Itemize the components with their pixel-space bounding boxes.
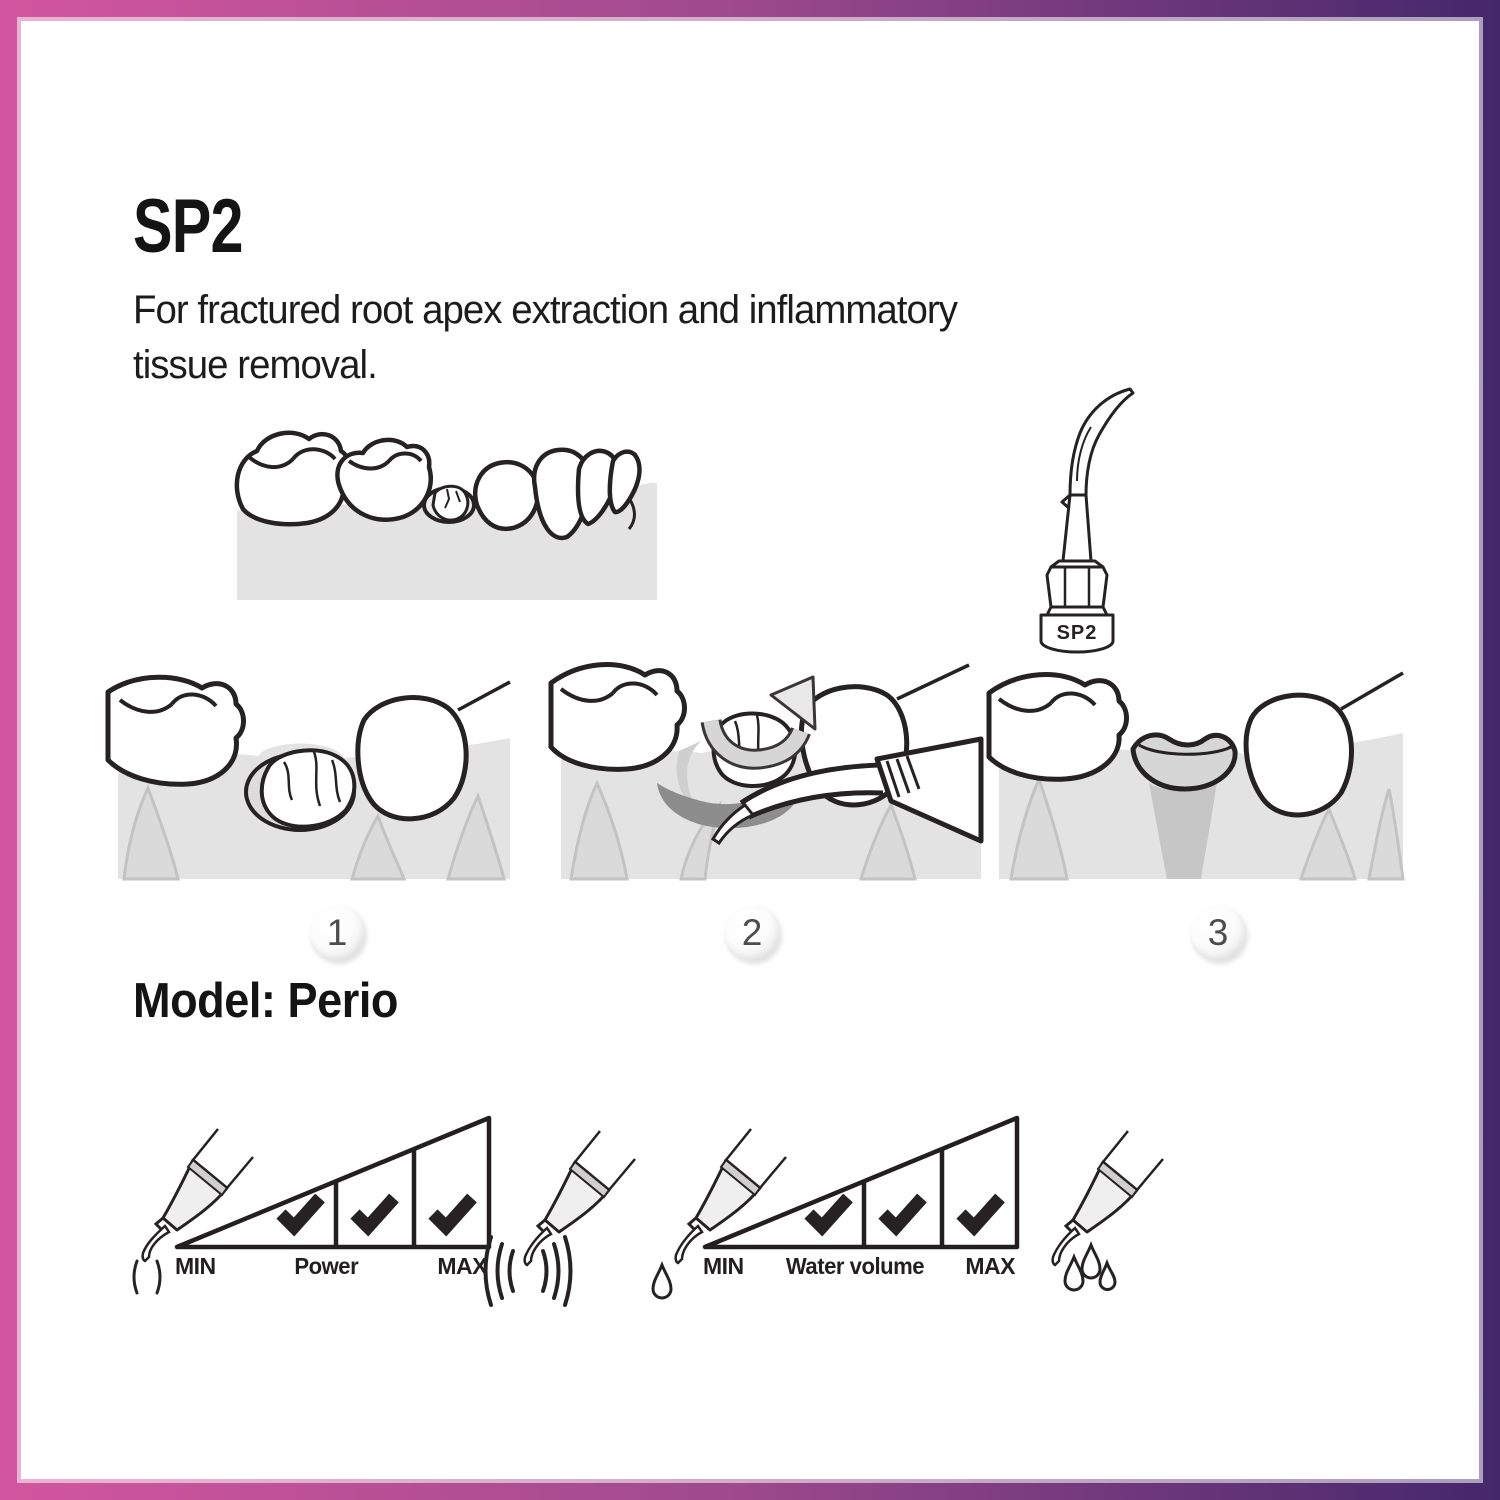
water-checkmarks — [804, 1193, 1005, 1237]
step-3-badge: 3 — [1190, 905, 1246, 961]
step-1-badge: 1 — [309, 905, 365, 961]
handpiece-vibration-max-icon — [483, 1130, 636, 1307]
empty-socket — [1130, 732, 1238, 792]
step-2-number: 2 — [741, 912, 763, 953]
water-center-label: Water volume — [785, 1253, 924, 1279]
scaler-handpiece — [711, 736, 984, 846]
water-min-label: MIN — [703, 1253, 744, 1279]
water-scale-wedge — [702, 1115, 1020, 1250]
step-1-number: 1 — [326, 912, 348, 953]
step-1-illustration — [105, 674, 511, 881]
page-description: For fractured root apex extraction and i… — [133, 283, 958, 393]
tip-label: SP2 — [1057, 622, 1098, 644]
power-center-label: Power — [294, 1253, 359, 1279]
step-3-illustration — [986, 671, 1405, 881]
tip-blade — [1068, 387, 1135, 497]
handpiece-water-min-icon — [651, 1128, 787, 1300]
tip-hex-nut — [1045, 565, 1109, 609]
power-checkmarks — [276, 1193, 477, 1237]
power-scale-wedge — [174, 1115, 492, 1250]
teeth-row — [234, 430, 642, 541]
model-label: Model: Perio — [133, 974, 398, 1028]
tip-base-cylinder — [1039, 613, 1115, 654]
step-3-number: 3 — [1207, 912, 1229, 953]
power-min-label: MIN — [175, 1253, 216, 1279]
step-2-badge: 2 — [724, 905, 780, 961]
handpiece-water-max-icon — [1051, 1130, 1164, 1292]
description-line-1: For fractured root apex extraction and i… — [133, 288, 958, 332]
description-line-2: tissue removal. — [133, 343, 378, 387]
rotation-arrow — [700, 675, 817, 770]
water-max-label: MAX — [965, 1253, 1015, 1279]
power-scale-labels: MIN Power MAX — [175, 1253, 487, 1280]
handpiece-vibration-min-icon — [132, 1128, 254, 1295]
power-max-label: MAX — [437, 1253, 487, 1279]
teeth-overview-illustration — [234, 430, 657, 600]
scaler-tip-illustration: SP2 — [1039, 387, 1135, 654]
content-canvas: SP2 For fractured root apex extraction a… — [21, 21, 1479, 1479]
elevation-shadow-crescent — [657, 783, 799, 829]
step-2-illustration — [548, 662, 984, 881]
root-fragment — [259, 748, 357, 829]
water-scale-labels: MIN Water volume MAX — [703, 1253, 1015, 1280]
page-title: SP2 — [133, 184, 243, 269]
